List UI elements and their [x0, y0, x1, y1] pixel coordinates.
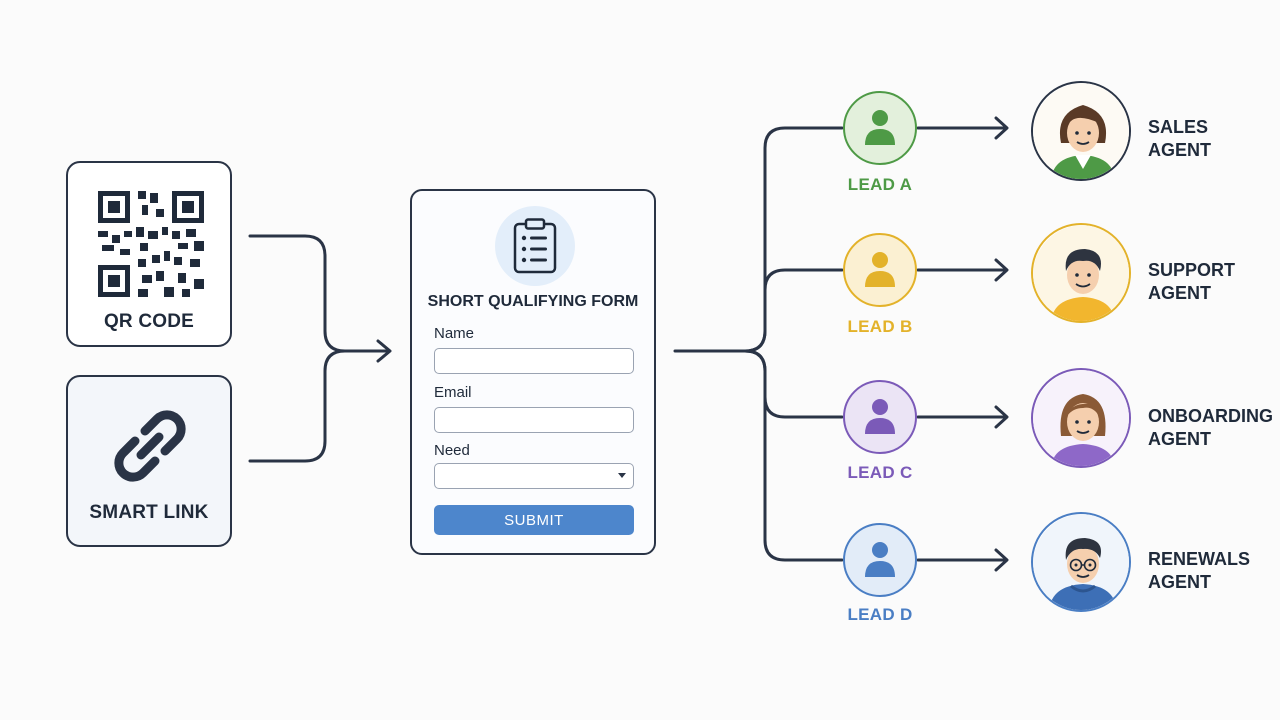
renewals-agent-label-line1: RENEWALS [1148, 549, 1251, 569]
onboarding-agent-label: ONBOARDING AGENT [1148, 405, 1278, 451]
support-agent-label-line1: SUPPORT [1148, 260, 1236, 280]
qr-code-label: QR CODE [103, 311, 195, 332]
renewals-agent-label: RENEWALS AGENT [1148, 548, 1278, 594]
lead-d-node [843, 523, 917, 597]
form-to-lead-b-connector [743, 268, 844, 353]
sales-agent-label-line2: AGENT [1148, 140, 1211, 160]
lead-c-node [843, 380, 917, 454]
chevron-down-icon [618, 473, 626, 478]
sales-agent-avatar-icon [1031, 81, 1131, 181]
lead-person-icon [865, 542, 895, 577]
onboarding-agent-label-line2: AGENT [1148, 429, 1211, 449]
email-input[interactable] [434, 407, 634, 433]
lead-b-label: LEAD B [847, 317, 913, 336]
lead-person-icon [865, 399, 895, 434]
need-select[interactable] [434, 463, 634, 489]
support-agent-label: SUPPORT AGENT [1148, 259, 1278, 305]
clipboard-checklist-icon [513, 218, 557, 274]
chain-link-icon [114, 410, 186, 482]
qualifying-form-card: SHORT QUALIFYING FORM Name Email Need SU… [410, 189, 656, 555]
lead-person-icon [865, 252, 895, 287]
link-to-form-connector [248, 349, 347, 463]
sales-agent-label-line1: SALES [1148, 117, 1209, 137]
support-agent-avatar-icon [1031, 223, 1131, 323]
lead-b-node [843, 233, 917, 307]
lead-person-icon [865, 110, 895, 145]
sales-agent-label: SALES AGENT [1148, 116, 1278, 162]
form-arrowhead [376, 339, 392, 363]
name-input[interactable] [434, 348, 634, 374]
email-field-label: Email [434, 384, 472, 401]
lead-d-label: LEAD D [847, 605, 913, 624]
lead-a-node [843, 91, 917, 165]
lead-a-arrow [916, 116, 1009, 140]
smart-link-label: SMART LINK [89, 502, 209, 523]
lead-a-label: LEAD A [847, 175, 913, 194]
name-field-label: Name [434, 325, 475, 342]
lead-c-label: LEAD C [847, 463, 913, 482]
onboarding-agent-avatar-icon [1031, 368, 1131, 468]
lead-d-arrow [916, 548, 1009, 572]
clipboard-icon-badge [495, 206, 575, 286]
renewals-agent-avatar-icon [1031, 512, 1131, 612]
qr-code-card[interactable]: QR CODE [66, 161, 232, 347]
smart-link-card[interactable]: SMART LINK [66, 375, 232, 547]
form-to-lead-a-connector [673, 126, 844, 353]
qr-to-form-connector [248, 234, 390, 353]
lead-c-arrow [916, 405, 1009, 429]
need-field-label: Need [434, 442, 470, 459]
lead-b-arrow [916, 258, 1009, 282]
form-title: SHORT QUALIFYING FORM [427, 293, 639, 310]
qr-code-icon [98, 191, 204, 297]
renewals-agent-label-line2: AGENT [1148, 572, 1211, 592]
form-to-lead-c-connector [743, 349, 844, 419]
submit-button[interactable]: SUBMIT [434, 505, 634, 535]
form-to-lead-d-connector [743, 349, 844, 562]
support-agent-label-line2: AGENT [1148, 283, 1211, 303]
onboarding-agent-label-line1: ONBOARDING [1148, 406, 1273, 426]
